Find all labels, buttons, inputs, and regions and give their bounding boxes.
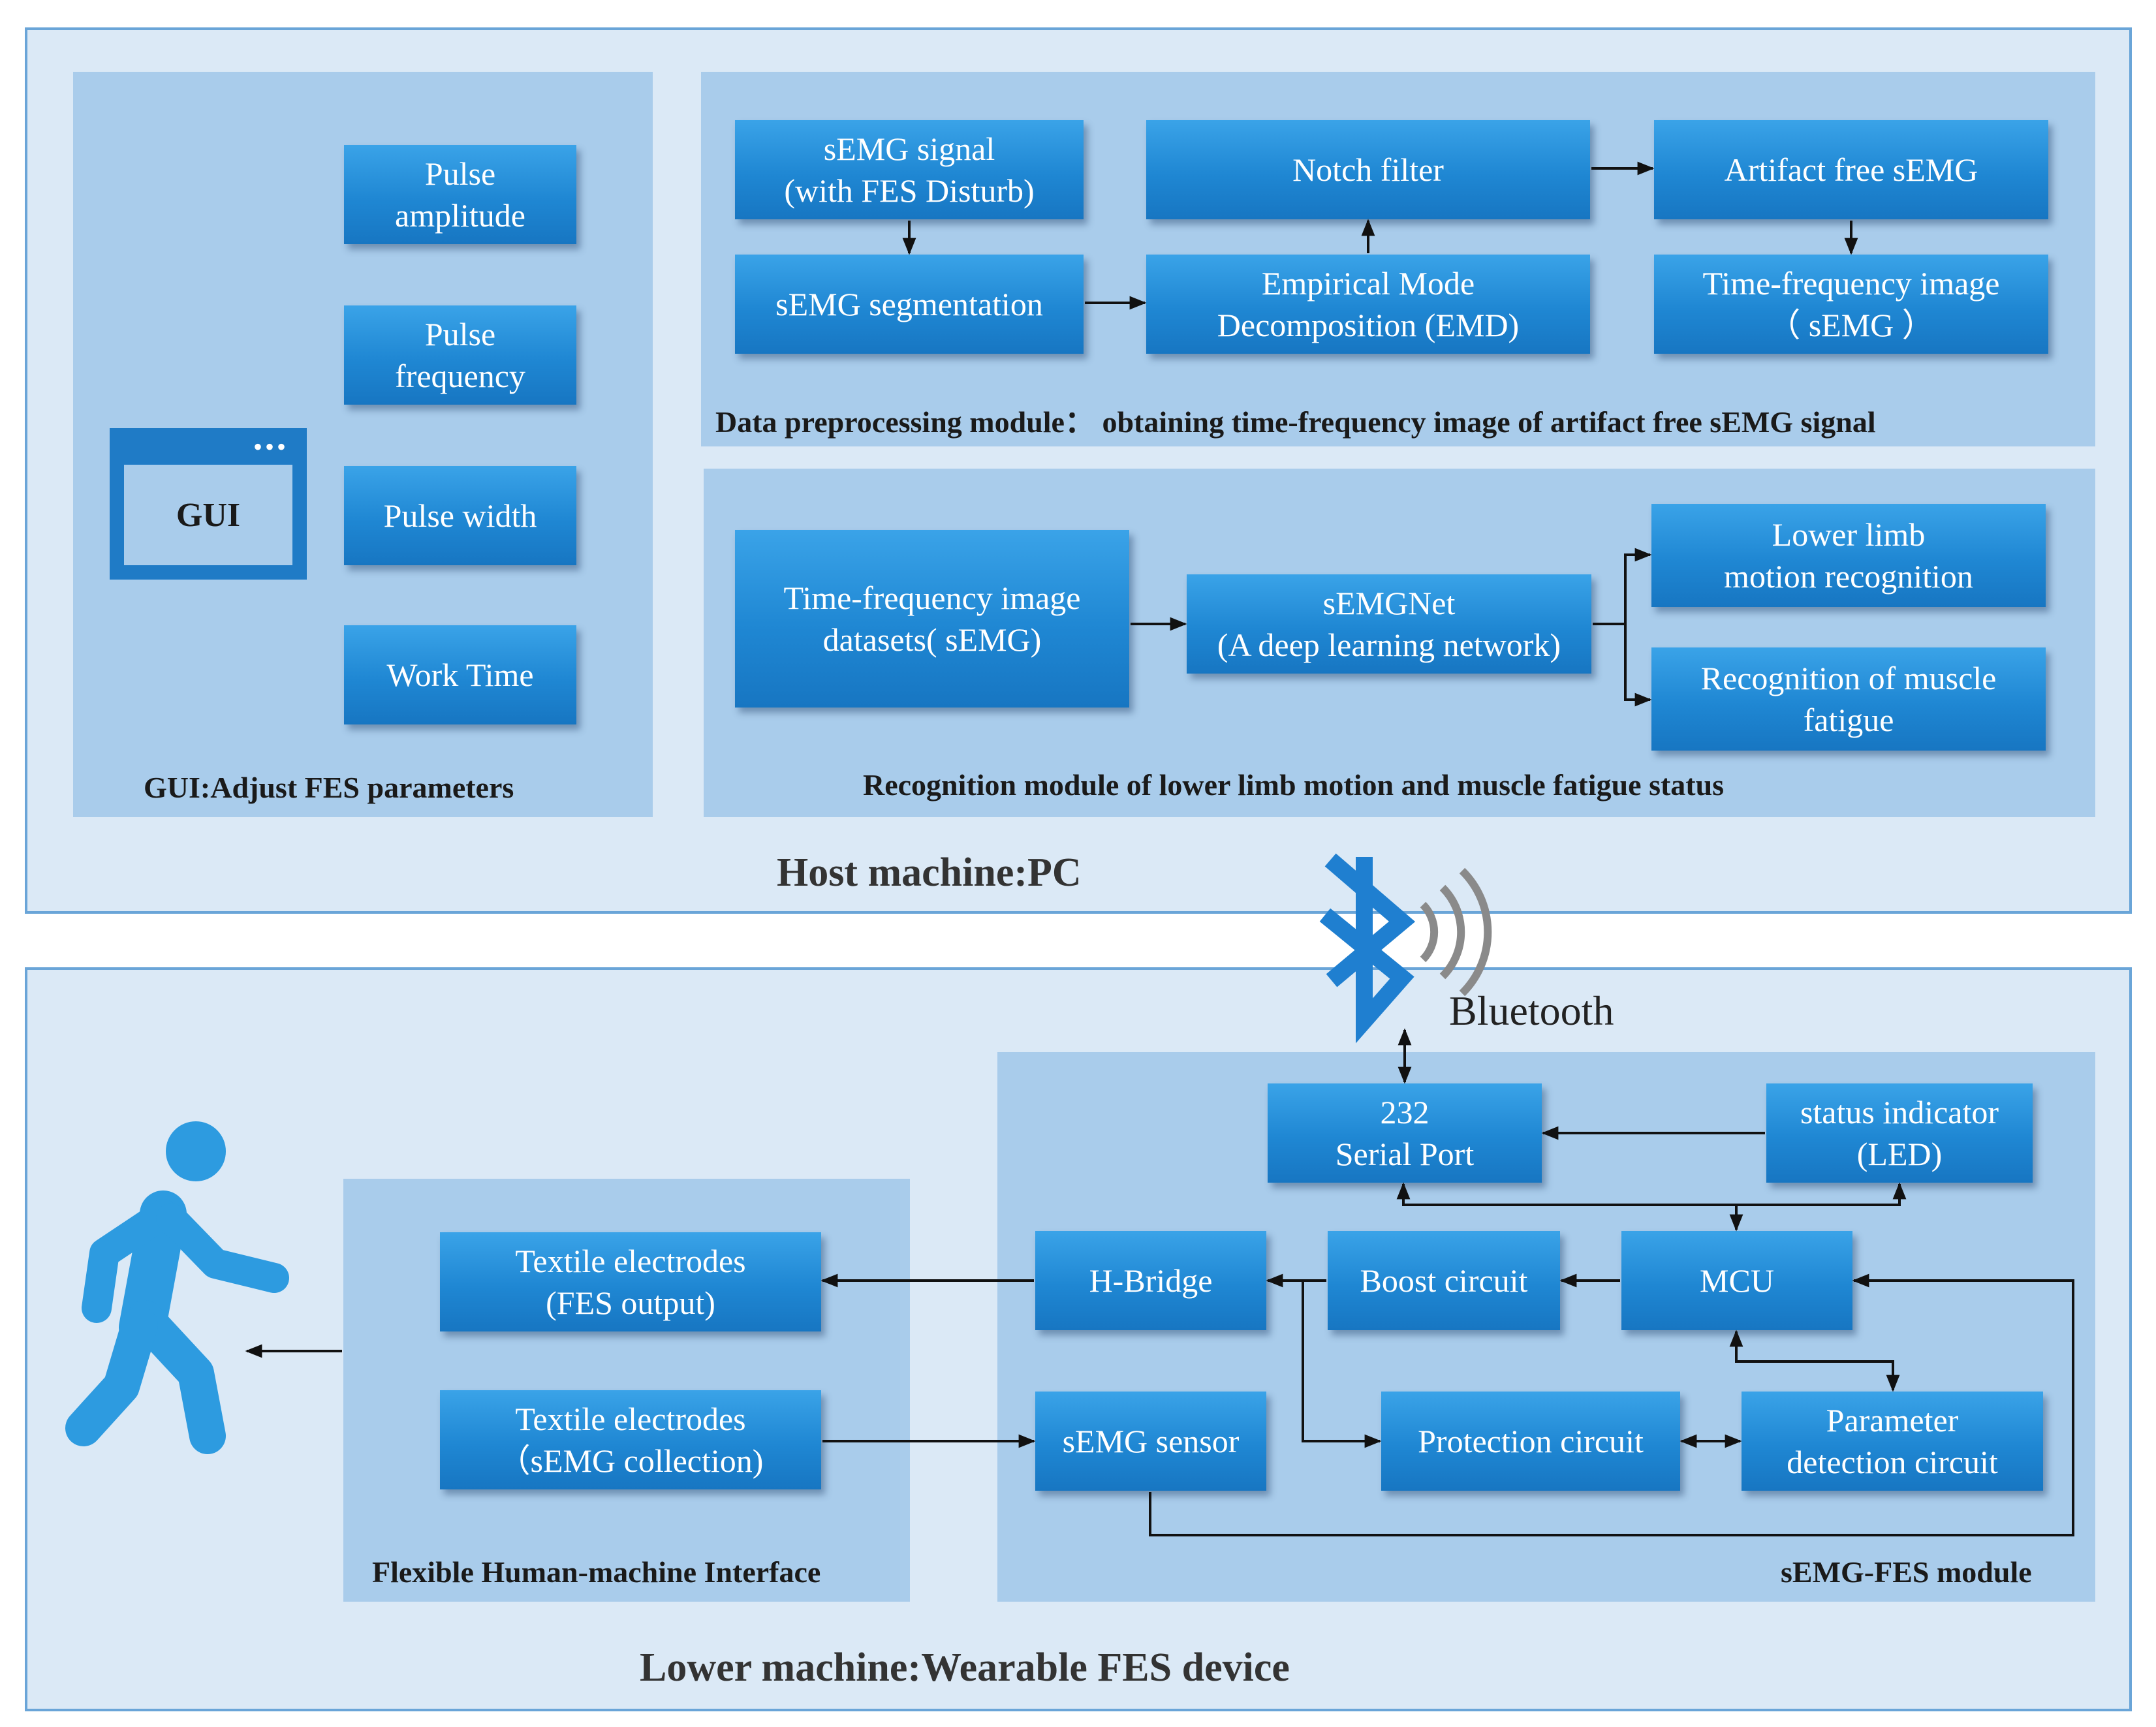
box-text-line: （sEMG collection) [497,1442,764,1479]
box-text-line: sEMG sensor [1062,1423,1240,1459]
gui-label: GUI [124,465,292,565]
arrow-semgnet-to-motion [1624,548,1652,700]
semgnet-box: sEMGNet (A deep learning network) [1187,574,1591,674]
window-dots-icon: ••• [253,432,289,461]
box-text-line: motion recognition [1724,558,1973,595]
semg-collection-electrodes-box: Textile electrodes （sEMG collection) [440,1390,821,1489]
parameter-detection-box: Parameter detection circuit [1742,1392,2043,1491]
semg-segmentation-box: sEMG segmentation [735,255,1084,354]
box-text-line: 232 [1380,1094,1430,1130]
status-led-box: status indicator (LED) [1766,1083,2033,1183]
box-text-line: Empirical Mode [1261,265,1475,302]
box-text-line: Parameter [1826,1402,1959,1439]
bluetooth-icon [1319,853,1492,1044]
param-work-time: Work Time [344,625,576,724]
arrow-semgnet-to-fatigue [1624,624,1652,707]
preprocess-panel-title: Data preprocessing module： obtaining tim… [715,405,1876,439]
box-text-line: Serial Port [1335,1136,1475,1172]
arrow-hbridge-to-protection [1302,1281,1382,1448]
fatigue-recognition-box: Recognition of muscle fatigue [1651,647,2046,751]
box-text-line: sEMGNet [1322,585,1456,621]
arrow-sensor-to-mcu [1149,1273,2074,1536]
h-bridge-box: H-Bridge [1035,1231,1266,1330]
tf-datasets-box: Time-frequency image datasets( sEMG) [735,530,1129,708]
box-text-line: Notch filter [1292,151,1444,188]
box-text-line: Artifact free sEMG [1724,151,1978,188]
semg-fes-module-title: sEMG-FES module [1781,1555,2032,1589]
box-text-line: status indicator [1800,1094,1999,1130]
notch-filter-box: Notch filter [1146,120,1590,219]
walking-person-icon [65,1121,289,1454]
box-text-line: Textile electrodes [515,1243,746,1279]
box-text-line: Work Time [386,657,534,693]
lower-machine-title: Lower machine:Wearable FES device [640,1645,1290,1690]
bluetooth-label: Bluetooth [1449,988,1614,1034]
box-text-line: Time-frequency image [783,580,1081,616]
box-text-line: (FES output) [546,1284,715,1321]
param-pulse-amplitude: Pulse amplitude [344,145,576,244]
box-text-line: (with FES Disturb) [784,172,1035,209]
box-text-line: datasets( sEMG) [822,621,1042,658]
box-text-line: fatigue [1803,702,1894,738]
box-text-line: Recognition of muscle [1700,660,1997,696]
box-text-line: Decomposition (EMD) [1217,307,1520,343]
param-pulse-frequency: Pulse frequency [344,305,576,405]
box-text-line: Textile electrodes [515,1401,746,1437]
box-text-line: （ sEMG ） [1768,307,1935,343]
box-text-line: sEMG signal [823,131,995,167]
box-text-line: frequency [395,358,525,394]
box-text-line: Protection circuit [1418,1423,1644,1459]
box-text-line: (A deep learning network) [1217,627,1561,663]
box-text-line: amplitude [395,197,525,234]
box-text-line: detection circuit [1787,1444,1998,1480]
box-text-line: Lower limb [1772,516,1926,553]
box-text-line: (LED) [1856,1136,1943,1172]
host-machine-title: Host machine:PC [777,850,1082,895]
tf-image-semg-box: Time-frequency image （ sEMG ） [1654,255,2048,354]
box-text-line: Pulse [424,155,496,192]
gui-window-icon: ••• GUI [110,428,307,580]
artifact-free-semg-box: Artifact free sEMG [1654,120,2048,219]
protection-circuit-box: Protection circuit [1381,1392,1680,1491]
hmi-panel-title: Flexible Human-machine Interface [372,1555,821,1589]
mcu-box: MCU [1621,1231,1852,1330]
param-pulse-width: Pulse width [344,466,576,565]
arrow-mcu-param [1729,1330,1900,1392]
boost-circuit-box: Boost circuit [1328,1231,1560,1330]
box-text-line: MCU [1700,1262,1774,1299]
wire-mcu-serial-led [1396,1182,1907,1206]
recognition-panel-title: Recognition module of lower limb motion … [863,768,1725,801]
semg-sensor-box: sEMG sensor [1035,1392,1266,1491]
box-text-line: Pulse [424,316,496,352]
semg-signal-box: sEMG signal (with FES Disturb) [735,120,1084,219]
box-text-line: Pulse width [383,497,537,534]
box-text-line: H-Bridge [1089,1262,1213,1299]
fes-output-electrodes-box: Textile electrodes (FES output) [440,1232,821,1331]
box-text-line: sEMG segmentation [775,286,1043,322]
motion-recognition-box: Lower limb motion recognition [1651,504,2046,607]
box-text-line: Boost circuit [1360,1262,1528,1299]
box-text-line: Time-frequency image [1702,265,2000,302]
gui-panel-title: GUI:Adjust FES parameters [144,771,514,804]
